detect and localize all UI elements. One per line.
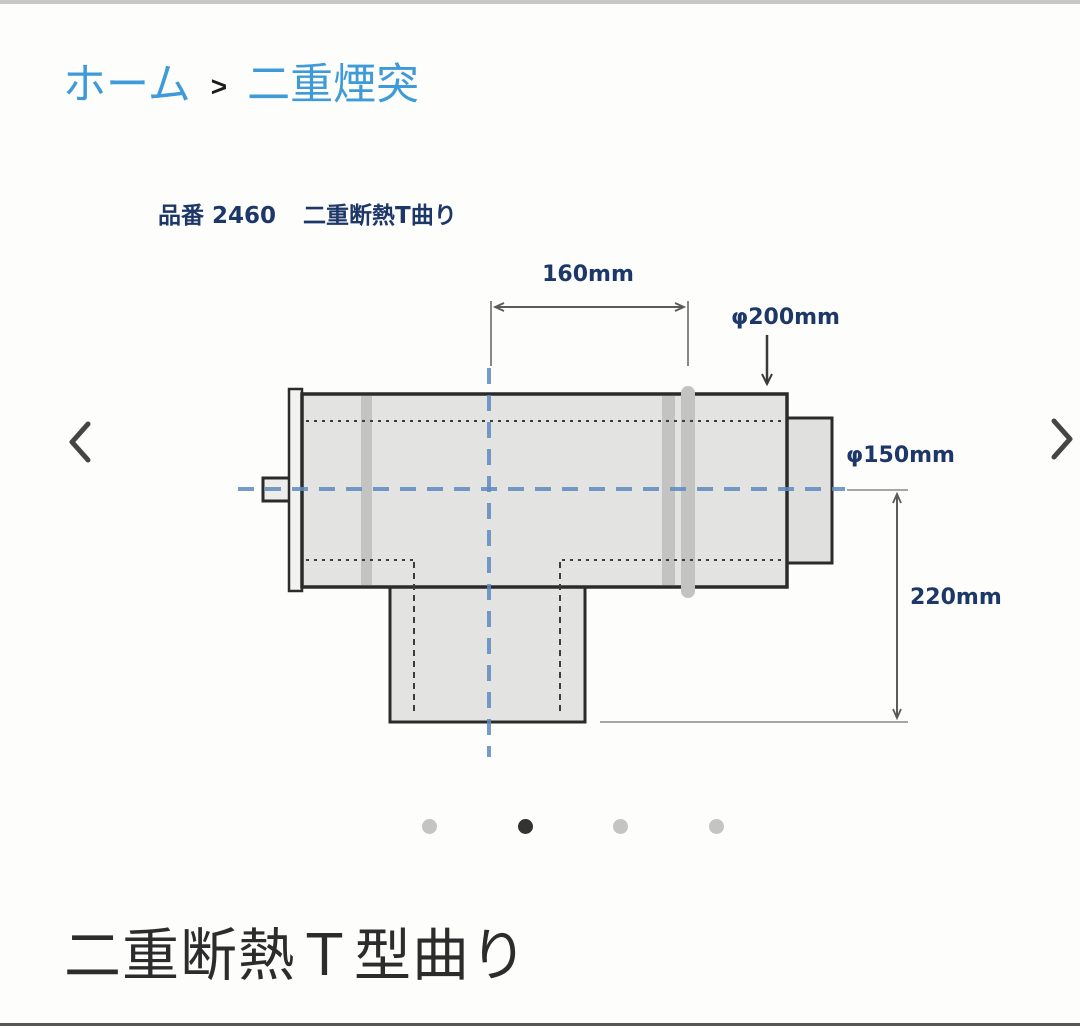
carousel-prev-button[interactable] [58,416,102,468]
breadcrumb-link-home[interactable]: ホーム [63,61,191,109]
carousel-dots [0,819,1080,835]
carousel-dot-3[interactable] [613,819,628,834]
clamp-band-left [361,396,372,585]
dimension-label-offset: 160mm [542,262,634,287]
part-number: 品番 2460 [158,203,277,229]
dimension-label-drop: 220mm [910,585,1002,610]
carousel-dot-1[interactable] [422,819,437,834]
breadcrumb-link-category[interactable]: 二重煙突 [247,61,420,109]
product-title: 二重断熱Ｔ型曲り [64,924,528,988]
clamp-band-right-a [662,396,675,585]
carousel-dot-4[interactable] [709,819,724,834]
section-divider [0,1023,1080,1026]
top-divider [0,0,1080,4]
breadcrumb-separator: > [210,70,228,102]
dimension-label-outer-diameter: φ200mm [731,305,840,330]
chevron-left-icon [69,421,91,463]
diagram-part-label: 品番 2460 二重断熱T曲り [158,196,457,230]
part-name: 二重断熱T曲り [303,203,457,229]
carousel-dot-2-active[interactable] [518,819,533,834]
dimension-label-inner-diameter: φ150mm [846,443,955,468]
breadcrumb: ホーム > 二重煙突 [63,61,420,109]
carousel-next-button[interactable] [1040,413,1080,465]
clamp-band-right-b [681,386,695,598]
chevron-right-icon [1051,418,1073,460]
